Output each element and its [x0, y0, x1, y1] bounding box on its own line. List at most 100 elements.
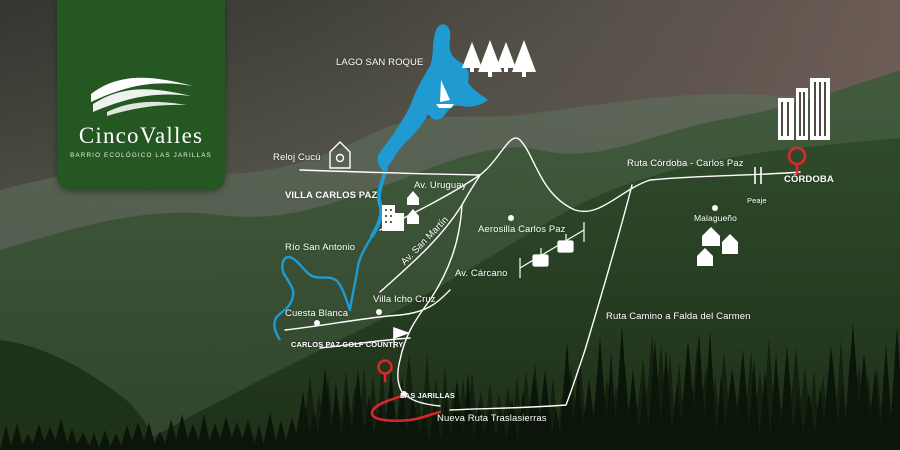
pine-tree: [714, 374, 728, 450]
pine-tree: [800, 391, 818, 450]
pine-tree: [129, 422, 147, 450]
toll-icon: [754, 167, 762, 184]
label-av-carcano: Av. Cárcano: [455, 268, 508, 279]
pine-tree: [382, 371, 400, 450]
label-rio-san-antonio: Río San Antonio: [285, 242, 356, 253]
brand-logo-panel: CincoValles BARRIO ECOLÓGICO LAS JARILLA…: [57, 0, 225, 190]
label-ruta-cordoba-carlos-paz: Ruta Córdoba - Carlos Paz: [627, 158, 744, 169]
houses-icon: [697, 227, 738, 266]
road-camino-falda-del-carmen: [449, 184, 633, 411]
pine-tree: [779, 345, 795, 450]
pine-tree: [624, 368, 642, 450]
pine-tree: [98, 429, 112, 450]
pine-tree: [461, 371, 475, 450]
label-ruta-camino-falda-del-carmen: Ruta Camino a Falda del Carmen: [606, 311, 751, 322]
pine-tree: [493, 410, 509, 450]
road-av-san-martin: [379, 174, 481, 293]
pine-tree: [339, 388, 355, 450]
pine-tree: [306, 409, 322, 450]
pine-tree: [878, 347, 894, 450]
pine-trees-icon: [462, 40, 536, 77]
pine-tree: [329, 381, 343, 450]
pine-tree: [108, 433, 124, 450]
pine-tree: [9, 423, 25, 450]
pine-tree: [183, 423, 203, 450]
pine-tree: [636, 383, 652, 450]
location-pin-icon: [787, 146, 807, 175]
brand-tagline: BARRIO ECOLÓGICO LAS JARILLAS: [70, 152, 212, 159]
road-av-carcano: [397, 204, 463, 393]
pine-tree: [758, 370, 772, 450]
label-cordoba: CÓRDOBA: [784, 174, 834, 185]
pine-tree: [570, 372, 586, 450]
label-las-jarillas: LAS JARILLAS: [400, 391, 455, 400]
pine-tree: [866, 370, 884, 450]
pine-tree: [769, 352, 783, 450]
pine-tree: [549, 408, 563, 450]
point-las-jarillas: [401, 391, 407, 397]
pine-tree: [253, 424, 265, 450]
pine-tree: [702, 329, 718, 450]
pine-tree: [836, 380, 848, 450]
pine-tree: [647, 339, 663, 450]
pine-tree: [734, 349, 752, 450]
road-golf-country: [319, 337, 411, 349]
rio-san-antonio-river: [273, 235, 374, 341]
pine-tree: [790, 391, 806, 450]
label-malagueno: Malagueño: [694, 213, 737, 223]
pine-tree: [691, 331, 707, 450]
pine-tree: [658, 349, 674, 450]
buildings-icon: [382, 205, 404, 231]
pine-tree: [65, 428, 79, 450]
pine-tree: [505, 396, 519, 450]
cable-car-icon: [519, 222, 585, 278]
pine-tree: [74, 432, 92, 450]
route-nueva-ruta-traslasierras: [370, 394, 442, 423]
point-villa-icho-cruz: [376, 309, 382, 315]
label-cuesta-blanca: Cuesta Blanca: [285, 308, 349, 319]
pine-tree: [293, 392, 313, 450]
pine-tree: [449, 378, 465, 450]
lake-san-roque: [377, 24, 488, 172]
label-carlos-paz-golf-country: CARLOS PAZ GOLF COUNTRY: [291, 340, 404, 349]
pine-tree: [141, 422, 157, 450]
label-villa-icho-cruz: Villa Icho Cruz: [373, 294, 436, 305]
pine-tree: [888, 325, 900, 450]
flag-icon: [393, 327, 411, 348]
pine-tree: [481, 406, 499, 450]
houses-icon: [407, 191, 419, 224]
pine-tree: [395, 374, 409, 450]
pine-tree: [30, 424, 48, 450]
pine-tree: [536, 369, 554, 450]
lake-outflow: [370, 166, 388, 238]
pine-tree: [613, 324, 631, 450]
location-pin-icon: [377, 359, 393, 382]
pine-tree: [403, 393, 423, 450]
pine-tree: [854, 352, 874, 450]
pine-tree: [558, 341, 576, 450]
point-cuesta-blanca: [314, 320, 320, 326]
pine-tree: [350, 368, 366, 450]
pine-tree: [678, 339, 698, 450]
pine-tree: [273, 419, 289, 450]
valleys-logo-icon: [91, 77, 193, 116]
pine-tree: [151, 431, 169, 450]
point-malagueno: [712, 205, 718, 211]
pine-tree: [821, 345, 841, 450]
pine-tree: [196, 414, 212, 450]
pine-tree: [316, 367, 334, 450]
map-points: [314, 205, 718, 397]
sailboat-icon: [436, 80, 454, 108]
pine-tree: [173, 414, 191, 450]
point-aerosilla: [508, 215, 514, 221]
label-nueva-ruta-traslasierras: Nueva Ruta Traslasierras: [437, 413, 547, 424]
pine-tree: [362, 394, 376, 450]
pine-tree: [604, 351, 618, 450]
pine-tree: [262, 412, 278, 450]
pine-tree: [427, 400, 443, 450]
brand-name: CincoValles: [78, 123, 204, 148]
label-reloj-cucu: Reloj Cucú: [273, 152, 321, 163]
pine-tree: [0, 425, 12, 450]
